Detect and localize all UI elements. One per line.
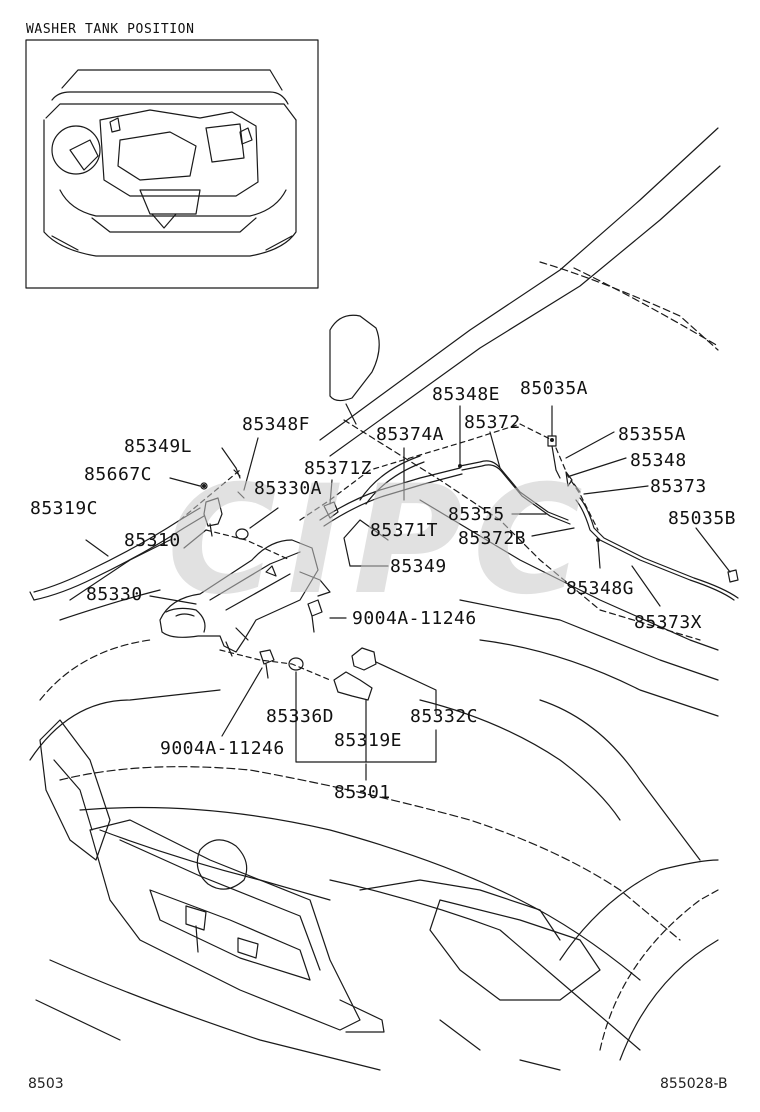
label-85348G[interactable]: 85348G — [566, 578, 635, 599]
label-85330[interactable]: 85330 — [86, 584, 143, 605]
label-9004A-11246-upper[interactable]: 9004A-11246 — [352, 608, 477, 629]
leader-lines — [85, 405, 731, 781]
inset-frame — [25, 39, 319, 289]
label-85667C[interactable]: 85667C — [84, 464, 153, 485]
label-85310[interactable]: 85310 — [124, 530, 181, 551]
label-85373X[interactable]: 85373X — [634, 612, 703, 633]
footer-figure-code: 855028-B — [660, 1076, 728, 1092]
vehicle-body — [29, 127, 721, 1071]
connector-dots — [202, 438, 600, 542]
label-85355A[interactable]: 85355A — [618, 424, 687, 445]
label-85336D[interactable]: 85336D — [266, 706, 335, 727]
label-9004A-11246-lower[interactable]: 9004A-11246 — [160, 738, 285, 759]
label-85373[interactable]: 85373 — [650, 476, 707, 497]
label-85330A[interactable]: 85330A — [254, 478, 323, 499]
label-85371Z[interactable]: 85371Z — [304, 458, 373, 479]
label-85035A[interactable]: 85035A — [520, 378, 589, 399]
label-85355[interactable]: 85355 — [448, 504, 505, 525]
label-85348E[interactable]: 85348E — [432, 384, 501, 405]
label-85319E[interactable]: 85319E — [334, 730, 403, 751]
label-85349L[interactable]: 85349L — [124, 436, 193, 457]
inset-engine-bay — [43, 69, 297, 257]
label-85348[interactable]: 85348 — [630, 450, 687, 471]
footer-section-code: 8503 — [28, 1076, 64, 1092]
label-85372[interactable]: 85372 — [464, 412, 521, 433]
inset-title: WASHER TANK POSITION — [26, 22, 195, 37]
label-85348F[interactable]: 85348F — [242, 414, 311, 435]
label-85301[interactable]: 85301 — [334, 782, 391, 803]
label-85372B[interactable]: 85372B — [458, 528, 527, 549]
watermark-text: CIPC — [167, 454, 593, 628]
label-85332C[interactable]: 85332C — [410, 706, 479, 727]
label-85035B[interactable]: 85035B — [668, 508, 737, 529]
label-85349[interactable]: 85349 — [390, 556, 447, 577]
label-85371T[interactable]: 85371T — [370, 520, 439, 541]
label-85374A[interactable]: 85374A — [376, 424, 445, 445]
label-85319C[interactable]: 85319C — [30, 498, 99, 519]
